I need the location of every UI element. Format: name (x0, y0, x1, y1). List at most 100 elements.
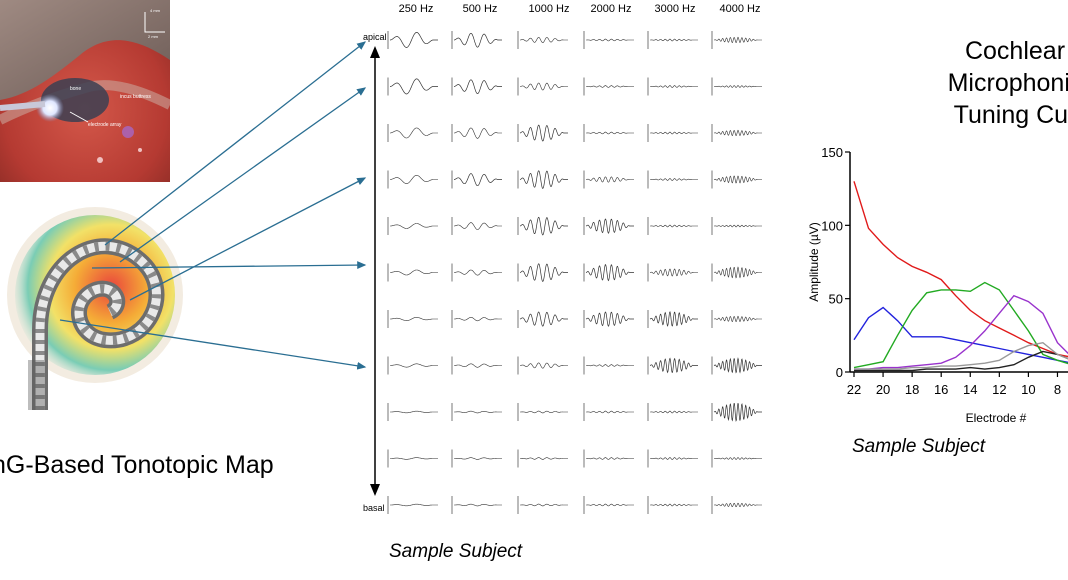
waveform-cell (451, 310, 502, 328)
waveform-trace (650, 410, 698, 414)
surgical-photo: 4 mm 2 mm bone electrode array incus but… (0, 0, 170, 182)
waveform-trace (454, 363, 502, 368)
waveform-trace (586, 85, 634, 88)
waveform-trace (519, 216, 568, 236)
waveform-cell (517, 449, 568, 468)
waveform-cell (517, 356, 568, 375)
waveform-trace (454, 127, 502, 139)
waveform-trace (520, 362, 568, 369)
waveform-cell (451, 449, 502, 468)
waveform-trace (390, 410, 438, 414)
y-tick-label: 100 (821, 218, 843, 233)
waveform-cell (451, 356, 502, 375)
scale-label-vertical: 4 mm (150, 8, 161, 13)
waveform-cell (711, 449, 762, 468)
freq-header-4000: 4000 Hz (719, 3, 761, 15)
series-line-1 (853, 181, 1068, 358)
waveform-cell (451, 217, 502, 235)
waveform-cell (583, 170, 634, 189)
right-title-line-2: Microphonic (947, 68, 1068, 97)
x-axis-label: Electrode # (966, 411, 1027, 425)
waveform-cell (711, 402, 762, 422)
waveform-cell (583, 124, 634, 142)
waveform-trace (650, 131, 698, 135)
waveform-trace (454, 317, 502, 322)
waveform-cell (451, 496, 502, 514)
waveform-cell (387, 310, 438, 328)
waveform-trace (454, 457, 502, 460)
waveform-cell (711, 496, 762, 514)
waveform-cell (517, 31, 568, 49)
waveform-cell (387, 263, 438, 282)
waveform-cell (583, 263, 634, 282)
series-line-3 (853, 281, 1068, 369)
waveform-trace (454, 503, 502, 507)
waveform-trace (586, 410, 634, 414)
waveform-cell (647, 449, 698, 468)
y-tick-label: 150 (821, 145, 843, 160)
waveform-cell (387, 217, 438, 235)
series-line-2 (853, 306, 1068, 364)
waveform-trace (520, 410, 568, 414)
x-tick-label: 20 (876, 382, 890, 397)
waveform-grid (370, 31, 762, 514)
waveform-trace (586, 131, 634, 135)
waveform-cell (451, 124, 502, 142)
y-axis-label: Amplitude (µV) (807, 222, 821, 302)
waveform-trace (585, 218, 634, 234)
waveform-trace (520, 82, 568, 91)
right-title-line-1: Cochlear (964, 37, 1066, 65)
axis-arrow-up (370, 46, 380, 58)
waveform-cell (647, 77, 698, 96)
waveform-cell (387, 124, 438, 142)
waveform-cell (647, 310, 698, 328)
waveform-trace (650, 503, 698, 507)
waveform-trace (390, 223, 438, 229)
waveform-cell (517, 496, 568, 514)
waveform-cell (711, 170, 762, 189)
x-tick-label: 16 (934, 382, 948, 397)
waveform-cell (387, 403, 438, 421)
waveform-cell (711, 77, 762, 96)
waveform-trace (519, 124, 568, 142)
waveform-trace (650, 457, 698, 460)
waveform-cell (711, 31, 762, 49)
waveform-cell (647, 403, 698, 421)
y-tick-label: 50 (829, 292, 843, 307)
waveform-cell (451, 403, 502, 421)
waveform-cell (583, 31, 634, 49)
waveform-trace (714, 457, 762, 460)
waveform-cell (517, 216, 568, 236)
series-line-6 (854, 341, 1068, 370)
waveform-trace (519, 170, 568, 190)
waveform-trace (454, 269, 502, 276)
axis-label-apical: apical (363, 32, 387, 42)
waveform-cell (583, 403, 634, 421)
waveform-trace (586, 503, 634, 507)
cochlea-diagram (7, 207, 183, 410)
waveform-cell (451, 263, 502, 282)
waveform-cell (647, 217, 698, 235)
waveform-trace (454, 222, 502, 230)
waveform-trace (454, 173, 502, 187)
scale-label-horizontal: 2 mm (148, 34, 159, 39)
waveform-trace (390, 78, 438, 95)
waveform-cell (387, 356, 438, 375)
freq-header-2000: 2000 Hz (590, 3, 632, 15)
x-tick-label: 12 (992, 382, 1006, 397)
waveform-trace (714, 224, 762, 228)
right-panel-title: Cochlear Microphonic Tuning Cur (925, 36, 1068, 131)
right-caption: Sample Subject (852, 436, 986, 457)
waveform-trace (454, 410, 502, 414)
freq-header-1000: 1000 Hz (528, 3, 570, 15)
waveform-trace (650, 178, 698, 181)
waveform-trace (650, 38, 698, 42)
waveform-cell (517, 77, 568, 96)
waveform-trace (713, 175, 762, 184)
waveform-trace (649, 357, 698, 374)
waveform-trace (586, 364, 634, 367)
waveform-cell (451, 77, 502, 96)
left-panel-title: nG-Based Tonotopic Map (0, 451, 274, 479)
waveform-trace (714, 36, 762, 44)
